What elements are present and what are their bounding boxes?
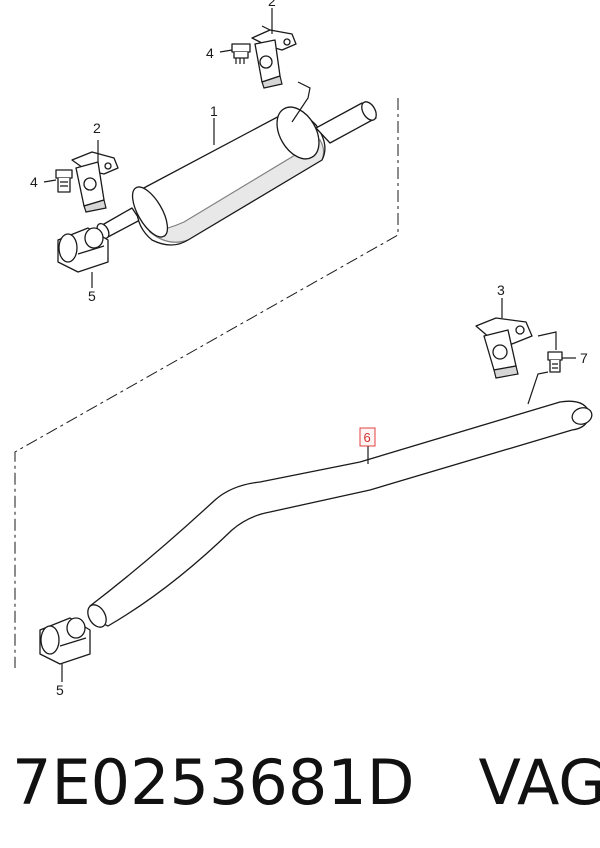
label-part-2-top: 2 bbox=[268, 0, 276, 9]
assembly-boundary-dashed bbox=[14, 98, 399, 668]
label-part-7: 7 bbox=[580, 350, 588, 366]
label-part-3: 3 bbox=[497, 282, 505, 298]
leader-4-top bbox=[219, 49, 233, 53]
bolt-mid[interactable] bbox=[55, 169, 73, 193]
bolt-rear[interactable] bbox=[547, 351, 563, 373]
clamp-bottom[interactable] bbox=[39, 617, 91, 665]
front-pipe[interactable] bbox=[84, 371, 594, 630]
label-part-2-mid: 2 bbox=[93, 120, 101, 136]
muffler[interactable] bbox=[95, 81, 380, 246]
caption: 7E0253681D VAG bbox=[12, 738, 600, 828]
label-part-5-top: 5 bbox=[88, 288, 96, 304]
brand-name: VAG bbox=[478, 746, 600, 819]
clamp-top[interactable] bbox=[57, 227, 109, 273]
label-part-1: 1 bbox=[210, 103, 218, 119]
bolt-top[interactable] bbox=[231, 43, 251, 64]
label-part-4-top: 4 bbox=[206, 45, 214, 61]
hanger-top[interactable] bbox=[251, 25, 297, 89]
label-part-6: 6 bbox=[364, 430, 371, 445]
label-part-4-mid: 4 bbox=[30, 174, 38, 190]
leader-4-mid bbox=[43, 179, 57, 183]
hanger-mid[interactable] bbox=[71, 151, 119, 213]
exhaust-parts-diagram: 1 2 2 3 4 4 5 5 7 6 bbox=[14, 0, 594, 698]
callout-part-6: 6 bbox=[359, 427, 376, 447]
label-part-5-bottom: 5 bbox=[56, 682, 64, 698]
hanger-rear[interactable] bbox=[475, 317, 557, 379]
part-number: 7E0253681D bbox=[12, 746, 415, 819]
